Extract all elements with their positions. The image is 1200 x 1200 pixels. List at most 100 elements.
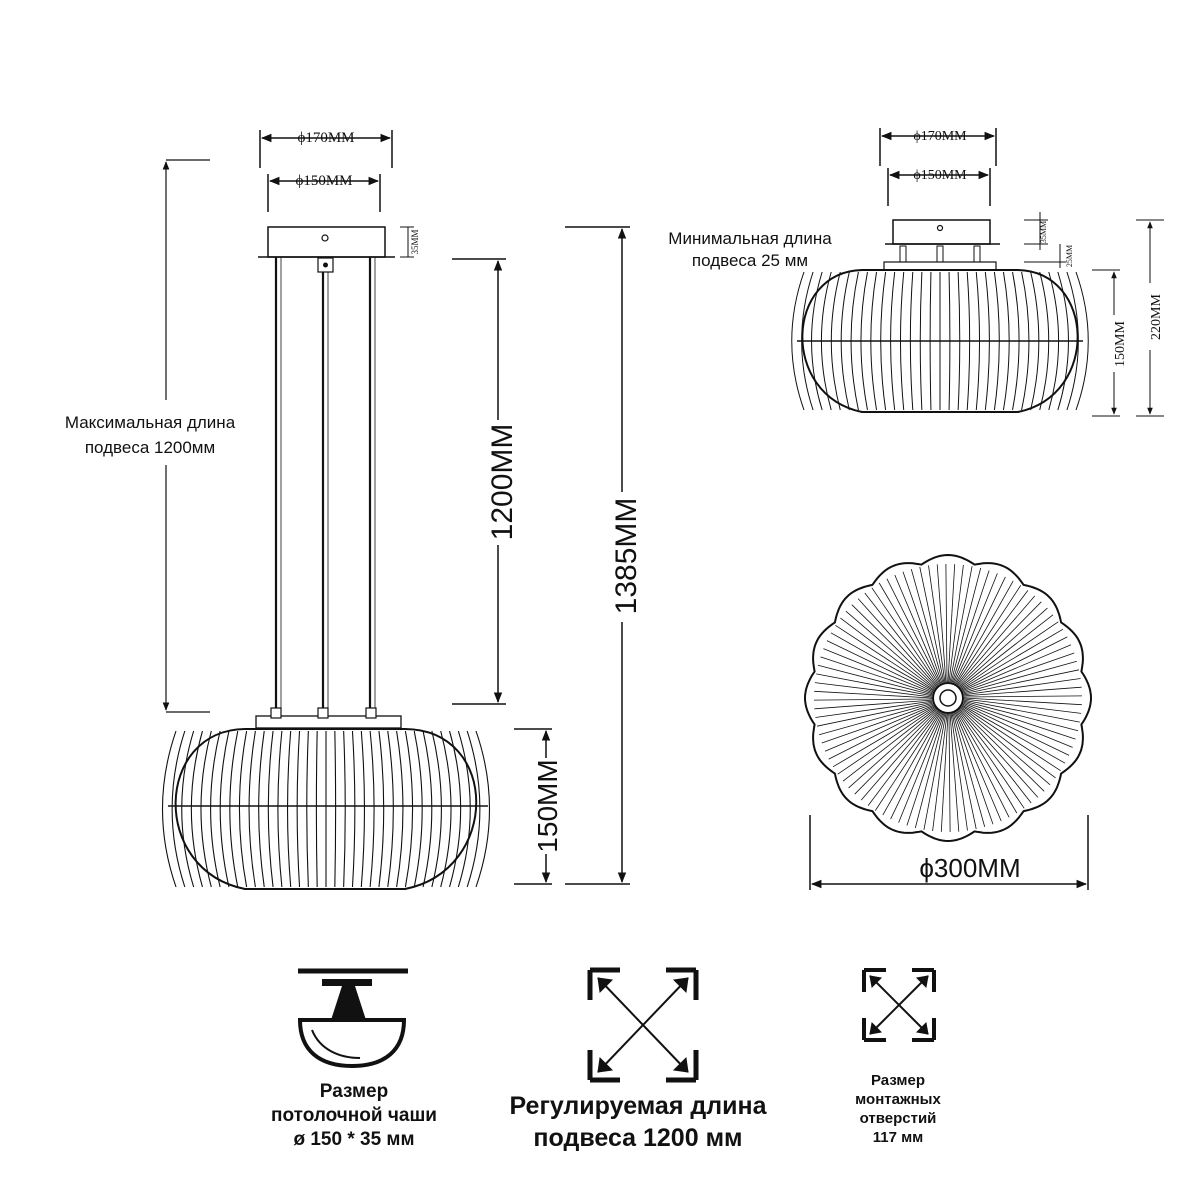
radial-rib bbox=[963, 678, 1081, 696]
radial-rib bbox=[830, 632, 934, 692]
radial-rib bbox=[854, 709, 938, 795]
suspension-length-dimension: 1200MM bbox=[452, 258, 519, 705]
radial-rib bbox=[956, 711, 1018, 814]
shade-rib bbox=[171, 730, 186, 888]
adjustable-caption-line1: Регулируемая длина bbox=[509, 1092, 767, 1120]
radial-rib bbox=[864, 592, 938, 687]
shade-rib bbox=[258, 730, 265, 888]
canopy-caption-line3: ø 150 * 35 мм bbox=[293, 1129, 414, 1150]
shade-rib bbox=[238, 730, 248, 888]
radial-rib bbox=[840, 617, 935, 690]
radial-rib bbox=[947, 564, 956, 683]
shade-rib bbox=[306, 730, 309, 888]
radial-rib bbox=[958, 709, 1032, 804]
radial-rib bbox=[820, 656, 933, 695]
shade-rib bbox=[334, 730, 337, 888]
radial-rib bbox=[950, 567, 982, 683]
radial-rib bbox=[959, 607, 1048, 687]
shade-rib bbox=[440, 730, 452, 888]
radial-rib bbox=[960, 621, 1059, 689]
radial-rib bbox=[932, 713, 948, 832]
canopy-inner-dimension: ϕ150MM bbox=[267, 173, 381, 212]
radial-rib bbox=[940, 713, 949, 832]
shade-rib bbox=[1075, 271, 1089, 411]
shade-rib bbox=[343, 730, 346, 888]
radial-rib bbox=[963, 669, 1080, 695]
top-view-diameter-dimension: ϕ300MM bbox=[809, 815, 1089, 890]
radial-rib bbox=[923, 713, 947, 830]
radial-rib bbox=[963, 660, 1078, 694]
shade-rib bbox=[267, 730, 274, 888]
compact-canopy bbox=[885, 219, 1000, 263]
mounting-caption-line3: отверстий bbox=[860, 1110, 937, 1127]
radial-rib bbox=[948, 564, 964, 683]
radial-rib bbox=[963, 697, 1082, 706]
canopy-outer-dimension: ϕ170MM bbox=[259, 130, 393, 168]
shade-rib bbox=[248, 730, 256, 888]
compact-view: ϕ170MM ϕ150MM Минимальная длина подвеса … bbox=[668, 128, 1164, 417]
adjustable-length-icon bbox=[587, 967, 699, 1083]
radial-rib bbox=[882, 712, 942, 816]
lamp-shade bbox=[162, 707, 490, 890]
radial-rib bbox=[906, 713, 945, 826]
radial-rib bbox=[813, 698, 933, 701]
shade-rib bbox=[475, 730, 490, 888]
radial-rib bbox=[871, 587, 939, 686]
radial-rib bbox=[860, 710, 939, 801]
radial-rib bbox=[963, 702, 1073, 748]
min-length-line1: Минимальная длина bbox=[668, 229, 832, 248]
radial-rib bbox=[962, 703, 1070, 756]
shade-rib bbox=[229, 730, 239, 888]
radial-rib bbox=[826, 640, 934, 693]
canopy-caption-line1: Размер bbox=[320, 1081, 388, 1102]
radial-rib bbox=[878, 582, 940, 685]
radial-rib bbox=[842, 708, 937, 782]
radial-rib bbox=[837, 707, 936, 775]
ceiling-canopy bbox=[258, 226, 395, 258]
mounting-caption-line2: монтажных bbox=[855, 1091, 941, 1108]
adjustable-length-caption: Регулируемая длина подвеса 1200 мм bbox=[509, 1092, 767, 1152]
total-height-label: 1385MM bbox=[610, 498, 643, 615]
radial-rib bbox=[958, 601, 1042, 687]
mounting-holes-caption: Размер монтажных отверстий 117 мм bbox=[855, 1072, 941, 1146]
mounting-caption-line1: Размер bbox=[871, 1072, 925, 1089]
radial-rib bbox=[851, 604, 937, 688]
suspension-length-label: 1200MM bbox=[486, 424, 519, 541]
canopy-height-label: 35MM bbox=[410, 229, 420, 254]
radial-rib bbox=[848, 709, 937, 789]
compact-shade-height-dimension: 150MM bbox=[1092, 269, 1128, 417]
shade-rib bbox=[369, 730, 375, 888]
shade-rib bbox=[162, 730, 177, 888]
shade-rib bbox=[296, 730, 301, 888]
canopy-inner-label: ϕ150MM bbox=[295, 173, 352, 189]
shade-height-label: 150MM bbox=[532, 759, 563, 852]
radial-rib bbox=[957, 595, 1036, 686]
compact-total-height-label: 220MM bbox=[1149, 294, 1164, 340]
radial-rib bbox=[961, 628, 1064, 690]
radial-rib bbox=[960, 707, 1051, 786]
radial-rib bbox=[814, 699, 933, 710]
radial-rib bbox=[952, 713, 986, 828]
radial-rib bbox=[954, 712, 1002, 822]
radial-rib bbox=[954, 580, 1014, 684]
radial-rib bbox=[961, 636, 1068, 691]
radial-rib bbox=[890, 712, 943, 820]
radial-rib bbox=[857, 598, 937, 687]
compact-canopy-inner-label: ϕ150MM bbox=[913, 168, 967, 183]
shade-rib bbox=[315, 730, 318, 888]
shade-rib bbox=[210, 730, 221, 888]
radial-rib bbox=[962, 644, 1072, 692]
canopy-size-icon bbox=[297, 968, 408, 1069]
radial-rib bbox=[928, 565, 946, 683]
radial-rib bbox=[894, 574, 942, 684]
mounting-holes-icon bbox=[862, 968, 936, 1042]
radial-rib bbox=[959, 708, 1045, 792]
radial-rib bbox=[835, 624, 935, 691]
shade-rib bbox=[449, 730, 462, 888]
shade-rib bbox=[286, 730, 292, 888]
compact-canopy-height-label: 35MM bbox=[1039, 221, 1048, 243]
shade-rib bbox=[351, 730, 356, 888]
radial-rib bbox=[919, 566, 945, 683]
max-length-line2: подвеса 1200мм bbox=[85, 438, 215, 457]
shade-height-dimension: 150MM bbox=[514, 728, 563, 885]
